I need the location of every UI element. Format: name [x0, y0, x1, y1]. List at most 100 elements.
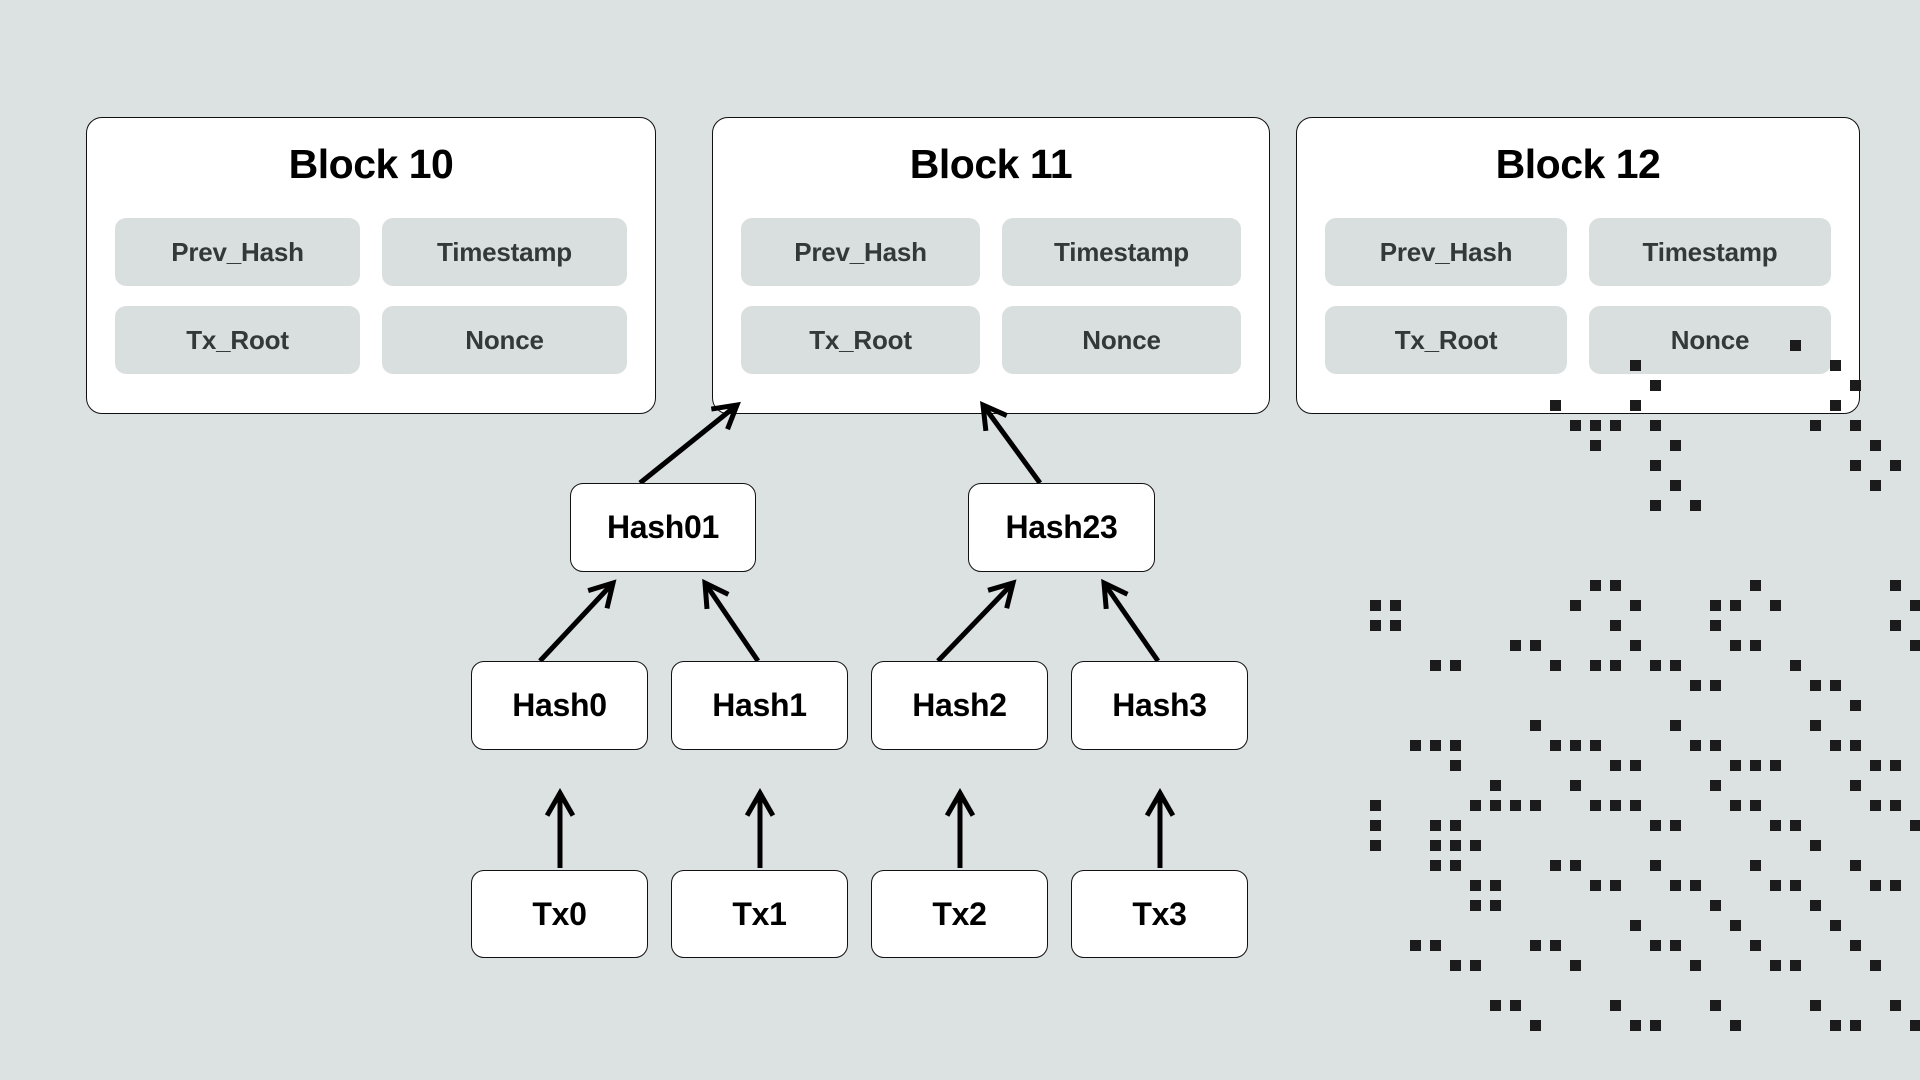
merkle-node-hash3[interactable]: Hash3 — [1071, 661, 1248, 750]
qr-module — [1490, 900, 1501, 911]
block-field-prev-hash[interactable]: Prev_Hash — [1325, 218, 1567, 286]
qr-module — [1710, 780, 1721, 791]
qr-module — [1850, 1020, 1861, 1031]
qr-module — [1830, 1020, 1841, 1031]
block-field-prev-hash[interactable]: Prev_Hash — [115, 218, 360, 286]
qr-module — [1530, 1020, 1541, 1031]
qr-module — [1670, 660, 1681, 671]
qr-module — [1650, 940, 1661, 951]
block-field-timestamp[interactable]: Timestamp — [1002, 218, 1241, 286]
block-title: Block 11 — [909, 141, 1073, 187]
block-field-timestamp[interactable]: Timestamp — [1589, 218, 1831, 286]
qr-module — [1690, 880, 1701, 891]
qr-module — [1830, 680, 1841, 691]
qr-module — [1650, 420, 1661, 431]
qr-module — [1830, 920, 1841, 931]
merkle-node-hash01[interactable]: Hash01 — [570, 483, 756, 572]
qr-module — [1750, 580, 1761, 591]
qr-module — [1450, 760, 1461, 771]
qr-module — [1770, 880, 1781, 891]
qr-module — [1750, 640, 1761, 651]
qr-module — [1590, 440, 1601, 451]
qr-module — [1610, 800, 1621, 811]
block-field-tx-root[interactable]: Tx_Root — [1325, 306, 1567, 374]
qr-module — [1750, 760, 1761, 771]
qr-module — [1370, 620, 1381, 631]
qr-module — [1570, 420, 1581, 431]
block-title: Block 12 — [1495, 141, 1661, 187]
qr-module — [1610, 880, 1621, 891]
qr-module — [1790, 660, 1801, 671]
block-card-11[interactable]: Block 11 Prev_Hash Timestamp Tx_Root Non… — [712, 117, 1270, 414]
qr-module — [1590, 580, 1601, 591]
qr-module — [1910, 600, 1920, 611]
qr-module — [1890, 620, 1901, 631]
node-label: Tx2 — [932, 895, 987, 932]
qr-module — [1710, 740, 1721, 751]
node-label: Tx0 — [532, 895, 587, 932]
qr-module — [1790, 820, 1801, 831]
qr-module — [1890, 800, 1901, 811]
qr-module — [1870, 480, 1881, 491]
qr-module — [1490, 1000, 1501, 1011]
qr-module — [1850, 740, 1861, 751]
qr-module — [1450, 820, 1461, 831]
qr-module — [1430, 940, 1441, 951]
qr-module — [1670, 720, 1681, 731]
block-field-timestamp[interactable]: Timestamp — [382, 218, 627, 286]
qr-module — [1450, 660, 1461, 671]
edge-arrow — [1101, 578, 1161, 663]
qr-module — [1730, 600, 1741, 611]
block-field-nonce[interactable]: Nonce — [1589, 306, 1831, 374]
block-card-10[interactable]: Block 10 Prev_Hash Timestamp Tx_Root Non… — [86, 117, 656, 414]
block-field-nonce[interactable]: Nonce — [382, 306, 627, 374]
merkle-node-hash0[interactable]: Hash0 — [471, 661, 648, 750]
merkle-node-hash2[interactable]: Hash2 — [871, 661, 1048, 750]
qr-module — [1470, 840, 1481, 851]
qr-module — [1610, 620, 1621, 631]
qr-module — [1490, 800, 1501, 811]
qr-module — [1490, 880, 1501, 891]
merkle-node-hash23[interactable]: Hash23 — [968, 483, 1155, 572]
qr-module — [1510, 1000, 1521, 1011]
qr-module — [1890, 580, 1901, 591]
qr-module — [1610, 760, 1621, 771]
block-card-12[interactable]: Block 12 Prev_Hash Timestamp Tx_Root Non… — [1296, 117, 1860, 414]
merkle-node-hash1[interactable]: Hash1 — [671, 661, 848, 750]
qr-module — [1890, 760, 1901, 771]
qr-module — [1730, 1020, 1741, 1031]
transaction-node-tx0[interactable]: Tx0 — [471, 870, 648, 958]
transaction-node-tx3[interactable]: Tx3 — [1071, 870, 1248, 958]
qr-module — [1390, 620, 1401, 631]
qr-module — [1630, 600, 1641, 611]
qr-module — [1370, 840, 1381, 851]
qr-module — [1770, 960, 1781, 971]
qr-module — [1570, 600, 1581, 611]
qr-module — [1670, 480, 1681, 491]
qr-module — [1770, 760, 1781, 771]
qr-module — [1870, 880, 1881, 891]
qr-module — [1630, 800, 1641, 811]
qr-module — [1710, 600, 1721, 611]
block-field-tx-root[interactable]: Tx_Root — [741, 306, 980, 374]
qr-module — [1710, 620, 1721, 631]
transaction-node-tx2[interactable]: Tx2 — [871, 870, 1048, 958]
qr-module — [1850, 860, 1861, 871]
transaction-node-tx1[interactable]: Tx1 — [671, 870, 848, 958]
edge-arrow — [638, 401, 741, 485]
block-field-prev-hash[interactable]: Prev_Hash — [741, 218, 980, 286]
qr-module — [1550, 860, 1561, 871]
block-field-tx-root[interactable]: Tx_Root — [115, 306, 360, 374]
qr-module — [1730, 800, 1741, 811]
qr-module — [1890, 880, 1901, 891]
qr-module — [1870, 440, 1881, 451]
qr-module — [1670, 440, 1681, 451]
qr-module — [1890, 1000, 1901, 1011]
qr-module — [1370, 800, 1381, 811]
block-field-nonce[interactable]: Nonce — [1002, 306, 1241, 374]
qr-module — [1770, 600, 1781, 611]
qr-module — [1630, 640, 1641, 651]
edge-arrow — [1144, 787, 1176, 868]
qr-module — [1730, 760, 1741, 771]
qr-module — [1570, 860, 1581, 871]
